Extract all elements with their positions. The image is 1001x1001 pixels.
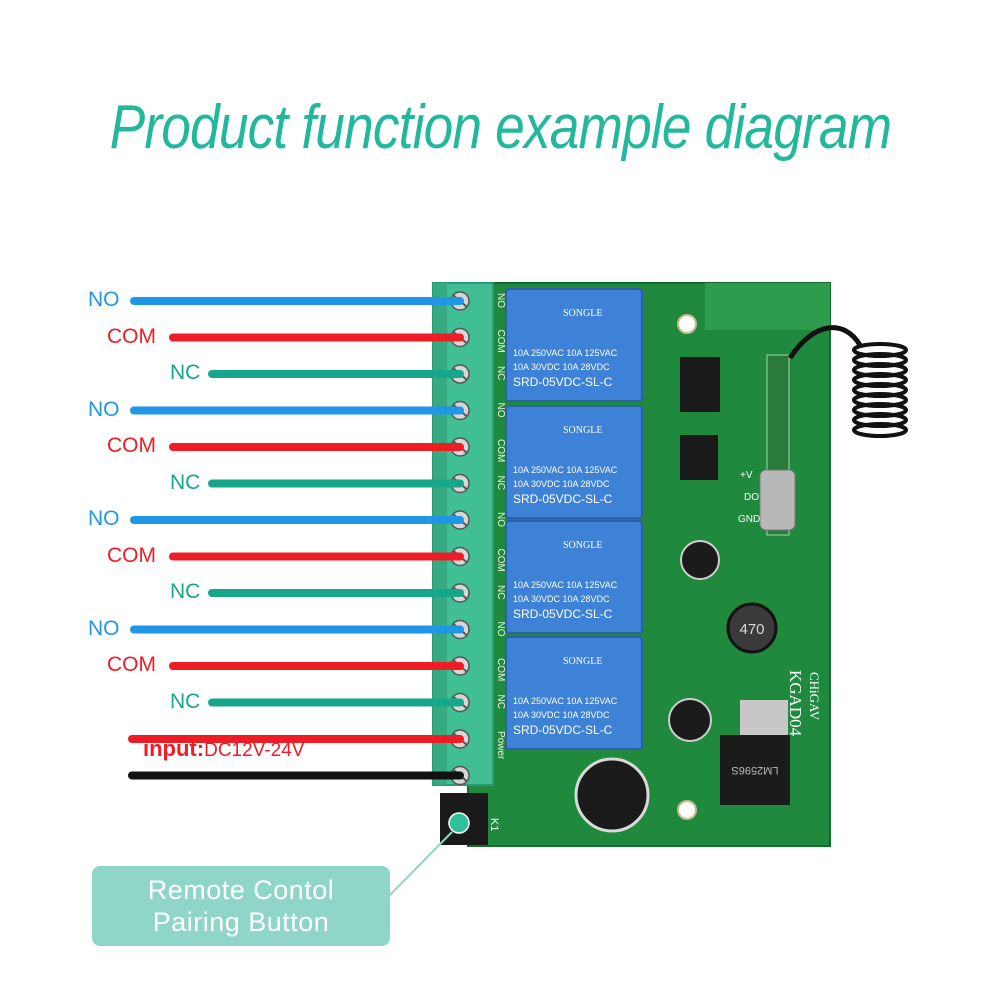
board-model: KGAD04 (786, 670, 805, 737)
input-voltage: DC12V-24V (204, 740, 305, 761)
relay-rating: 10A 30VDC 10A 28VDC (513, 479, 610, 489)
regulator (720, 735, 790, 805)
capacitor (680, 540, 720, 580)
pairing-button (448, 812, 470, 834)
terminal-silk-label: NC (495, 476, 506, 490)
antenna-wire (787, 325, 863, 360)
terminal-block-front (433, 283, 447, 785)
relay-brand: SONGLE (563, 540, 602, 551)
capacitor-large (574, 757, 650, 833)
wire-label-nc: NC (170, 470, 201, 494)
relay: SONGLE 10A 250VAC 10A 125VAC 10A 30VDC 10A… (505, 520, 643, 634)
terminal-silk-label: COM (495, 549, 506, 572)
terminal-silk-label: NO (495, 622, 506, 637)
relay-part: SRD-05VDC-SL-C (513, 723, 613, 737)
inductor (726, 602, 778, 654)
relay-rating: 10A 30VDC 10A 28VDC (513, 594, 610, 604)
regulator-label: LM2596S (731, 764, 778, 776)
callout-line-2: Pairing Button (152, 907, 330, 937)
relay-rating: 10A 250VAC 10A 125VAC (513, 465, 618, 475)
terminal-silk-label: COM (495, 658, 506, 681)
rf-crystal (759, 469, 796, 531)
wire-label-com: COM (107, 324, 156, 348)
relay-brand: SONGLE (563, 425, 602, 436)
ic-chip (680, 357, 720, 412)
page-title: Product function example diagram (109, 93, 892, 162)
terminal-silk-label: NC (495, 366, 506, 380)
wire-label-com: COM (107, 543, 156, 567)
relay-rating: 10A 250VAC 10A 125VAC (513, 348, 618, 358)
wire-label-no: NO (88, 507, 120, 530)
pin-label: DO (744, 492, 759, 503)
wire-label-no: NO (88, 397, 120, 421)
relay: SONGLE 10A 250VAC 10A 125VAC 10A 30VDC 10A… (505, 405, 643, 519)
relay-brand: SONGLE (563, 308, 602, 319)
inductor-label: 470 (739, 621, 764, 638)
relay-body (505, 288, 643, 402)
wire-label-com: COM (107, 434, 156, 457)
relay-rating: 10A 30VDC 10A 28VDC (513, 710, 610, 720)
wire-label-nc: NC (170, 361, 201, 384)
button-label: K1 (488, 818, 500, 831)
callout-line (381, 831, 453, 904)
relay-body (505, 405, 643, 519)
terminal-silk-label: COM (495, 330, 506, 353)
terminal-silk-label: Power (495, 731, 506, 760)
terminal-silk-label: NO (495, 512, 506, 527)
terminal-silk-label: NO (495, 293, 506, 308)
pin-label: GND (738, 514, 760, 525)
antenna-coil-turn (852, 422, 908, 438)
capacitor (668, 698, 712, 742)
input-label-key: input: (143, 736, 205, 761)
wire-label-nc: NC (170, 689, 201, 713)
relay-body (505, 636, 643, 750)
pcb-antenna-zone (705, 283, 830, 330)
wire-label-no: NO (88, 616, 120, 640)
pairing-button-callout: Remote Contol Pairing Button (92, 866, 390, 946)
wire-label-no: NO (88, 288, 120, 311)
wire-label-nc: NC (170, 580, 201, 603)
terminal-silk-label: NC (495, 695, 506, 709)
mount-hole (677, 314, 697, 334)
relay-part: SRD-05VDC-SL-C (513, 375, 613, 389)
relay: SONGLE 10A 250VAC 10A 125VAC 10A 30VDC 10A… (505, 636, 643, 750)
wire-label-com: COM (107, 653, 156, 676)
mount-hole (677, 800, 697, 820)
callout-line-1: Remote Contol (147, 875, 335, 905)
relay-part: SRD-05VDC-SL-C (513, 607, 613, 621)
relay-rating: 10A 250VAC 10A 125VAC (513, 696, 618, 706)
relay-brand: SONGLE (563, 656, 602, 667)
relay-part: SRD-05VDC-SL-C (513, 492, 613, 506)
pin-label: +V (740, 470, 753, 481)
regulator-tab (740, 700, 788, 740)
terminal-silk-label: NC (495, 585, 506, 599)
input-label: input:DC12V-24V (143, 736, 304, 762)
relay-rating: 10A 30VDC 10A 28VDC (513, 362, 610, 372)
terminal-silk-label: NO (495, 403, 506, 418)
relay-body (505, 520, 643, 634)
relay: SONGLE 10A 250VAC 10A 125VAC 10A 30VDC 10A… (505, 288, 643, 402)
terminal-silk-label: COM (495, 439, 506, 462)
ic-chip (680, 435, 718, 480)
board-brand: CHiGAV (807, 672, 822, 721)
relay-rating: 10A 250VAC 10A 125VAC (513, 580, 618, 590)
